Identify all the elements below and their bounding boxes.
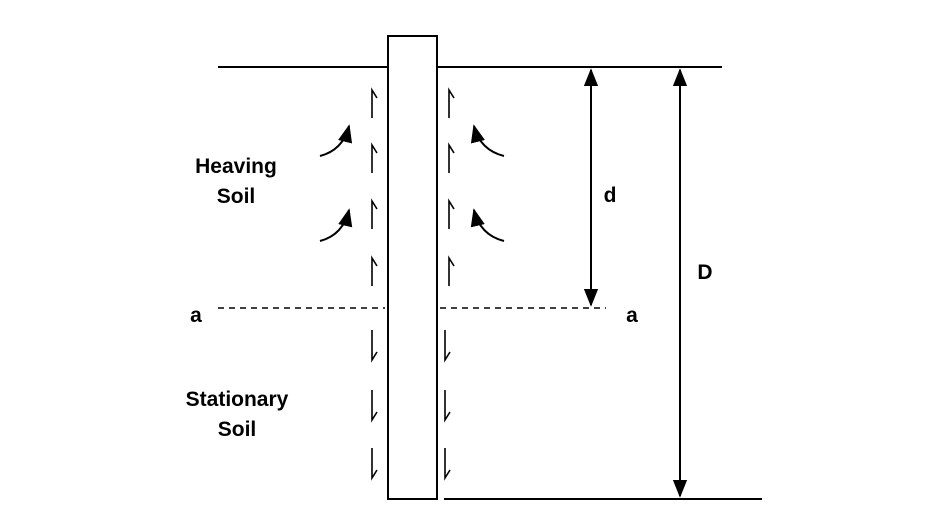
heave-arrow-icon — [319, 124, 353, 157]
up-arrow-icon — [448, 142, 455, 173]
heave-arrow-icon — [470, 124, 505, 157]
up-arrow-icon — [371, 198, 378, 229]
dimension-D-label: D — [697, 261, 712, 284]
negative-friction-arrows-right — [448, 87, 455, 286]
heave-arrows — [319, 124, 505, 242]
heaving-soil-label-line1: Heaving — [195, 155, 277, 178]
pile — [387, 35, 438, 500]
section-label-left: a — [190, 304, 202, 327]
down-arrow-icon — [371, 448, 378, 481]
stationary-soil-label-line1: Stationary — [186, 388, 289, 411]
dimension-d-label: d — [604, 184, 617, 207]
down-arrow-icon — [444, 448, 451, 481]
up-arrow-icon — [448, 198, 455, 229]
up-arrow-icon — [448, 255, 455, 286]
down-arrow-icon — [371, 330, 378, 363]
down-arrow-icon — [444, 330, 451, 363]
up-arrow-icon — [371, 255, 378, 286]
resistance-arrows-right — [444, 330, 451, 481]
stationary-soil-label-line2: Soil — [218, 418, 257, 441]
heave-arrow-icon — [319, 208, 353, 242]
down-arrow-icon — [444, 390, 451, 423]
up-arrow-icon — [448, 87, 455, 118]
resistance-arrows-left — [371, 330, 378, 481]
down-arrow-icon — [371, 390, 378, 423]
up-arrow-icon — [371, 142, 378, 173]
up-arrow-icon — [371, 87, 378, 118]
negative-friction-arrows-left — [371, 87, 378, 286]
heaving-soil-label-line2: Soil — [217, 185, 256, 208]
heave-arrow-icon — [470, 208, 505, 242]
section-label-right: a — [626, 304, 638, 327]
